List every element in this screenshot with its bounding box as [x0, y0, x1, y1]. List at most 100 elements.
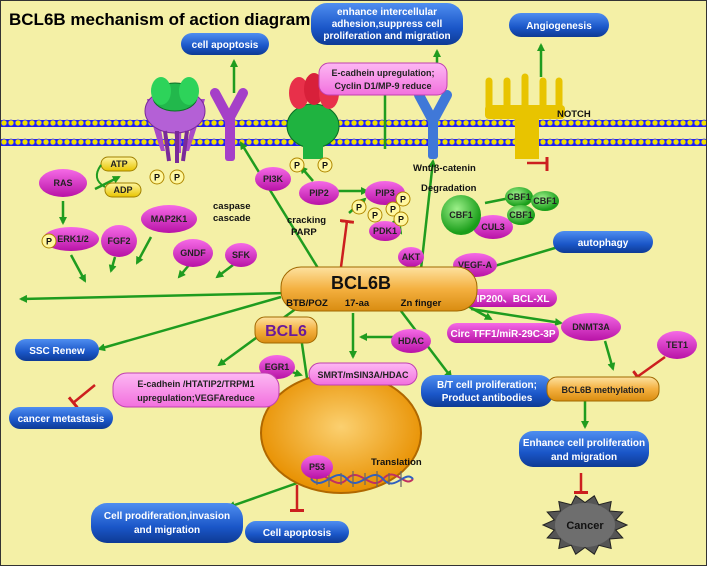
smrt-label: SMRT/mSIN3A/HDAC [317, 370, 409, 380]
caspase-label-1: caspase [213, 201, 251, 212]
adhesion-text-2: adhesion,suppress cell [332, 19, 443, 30]
vegfa-label: VEGF-A [458, 260, 493, 270]
gndf-node: GNDF [173, 239, 213, 267]
phosphate-label: P [400, 195, 406, 205]
autophagy-box: autophagy [553, 231, 653, 253]
tet1-node: TET1 [657, 331, 697, 359]
pip2-label: PIP2 [309, 188, 329, 198]
cancer-metastasis-text: cancer metastasis [18, 414, 105, 425]
dnmt3a-label: DNMT3A [572, 322, 610, 332]
notch-label: NOTCH [557, 109, 591, 120]
caspase-label-2: cascade [213, 213, 251, 224]
fip200-node: FIP200、BCL-XL [463, 289, 557, 307]
wnt-label: Wnt/β-catenin [413, 163, 476, 174]
circ-node: Circ TFF1/miR-29C-3P [447, 323, 559, 343]
adhesion-text-1: enhance intercellular [337, 7, 437, 18]
bt-cell-text-2: Product antibodies [442, 393, 533, 404]
tet1-label: TET1 [666, 340, 688, 350]
cell-apoptosis-top-text: cell apoptosis [192, 40, 259, 51]
aa17-label: 17-aa [345, 298, 370, 309]
molecule-nodes: RAS ERK1/2 MAP2K1 FGF2 GNDF SFK PI3K PIP… [39, 62, 697, 479]
angiogenesis-text: Angiogenesis [526, 21, 592, 32]
phosphate-label: P [174, 173, 180, 183]
methylation-label: BCL6B methylation [561, 385, 644, 395]
bcl6-label: BCL6 [265, 323, 307, 340]
pip3-label: PIP3 [375, 188, 395, 198]
dna-helix [310, 471, 414, 487]
erk-node: ERK1/2 [43, 227, 99, 251]
map2k1-label: MAP2K1 [151, 214, 188, 224]
cbf1-b-label: CBF1 [507, 192, 531, 202]
zn-finger-label: Zn finger [401, 298, 442, 309]
phosphate-circle: P [393, 211, 409, 227]
bcl6b-methylation-node: BCL6B methylation [546, 376, 660, 402]
ras-label: RAS [53, 178, 72, 188]
cul3-node: CUL3 [473, 215, 513, 239]
fgf2-label: FGF2 [107, 236, 130, 246]
sfk-label: SFK [232, 250, 251, 260]
bt-cell-text-1: B/T cell proliferation; [437, 380, 537, 391]
ssc-renew-text: SSC Renew [29, 346, 85, 357]
cell-membrane [1, 119, 706, 146]
ecad-up-text-2: Cyclin D1/MP-9 reduce [334, 81, 431, 91]
ras-node: RAS [39, 169, 87, 197]
cell-apoptosis-bottom-box: Cell apoptosis [245, 521, 349, 543]
outcome-boxes: cell apoptosis enhance intercellular adh… [9, 3, 653, 543]
bt-cell-box: B/T cell proliferation; Product antibodi… [421, 375, 553, 407]
cracking-label-2: PARP [291, 227, 317, 238]
dnmt3a-node: DNMT3A [561, 313, 621, 341]
akt-node: AKT [398, 247, 424, 267]
adhesion-text-3: proliferation and migration [323, 31, 450, 42]
bcl6b-label: BCL6B [331, 273, 391, 293]
purple-receptor [210, 88, 248, 161]
smrt-node: SMRT/mSIN3A/HDAC [308, 362, 418, 386]
pdk1-label: PDK1 [373, 226, 397, 236]
cbf1-a-label: CBF1 [449, 210, 473, 220]
cell-apoptosis-bottom-text: Cell apoptosis [263, 528, 332, 539]
cbf1-large-node: CBF1 [441, 195, 481, 235]
proliferation-invasion-box: Cell prodiferation,invasion and migratio… [91, 503, 243, 543]
phosphate-label: P [372, 211, 378, 221]
phosphate-circle: P [289, 157, 305, 173]
ssc-renew-box: SSC Renew [15, 339, 99, 361]
prolif-text-2: and migration [134, 525, 200, 536]
pi3k-label: PI3K [263, 174, 284, 184]
ecad-htat-text-2: upregulation;VEGFAreduce [137, 393, 255, 403]
egr1-label: EGR1 [265, 362, 290, 372]
hdac-label: HDAC [398, 336, 424, 346]
enhance-proliferation-box: Enhance cell proliferation and migration [519, 431, 649, 467]
cracking-label-1: cracking [287, 215, 326, 226]
fip200-label: FIP200、BCL-XL [471, 294, 550, 305]
phosphate-label: P [46, 237, 52, 247]
pi3k-node: PI3K [255, 167, 291, 191]
fgf2-node: FGF2 [101, 225, 137, 257]
p53-node: P53 [301, 455, 333, 479]
adhesion-box: enhance intercellular adhesion,suppress … [311, 3, 463, 45]
cbf1-node-d: CBF1 [507, 205, 535, 225]
akt-label: AKT [402, 252, 421, 262]
cancer-metastasis-box: cancer metastasis [9, 407, 113, 429]
inhibition-arrows [67, 157, 666, 512]
cancer-node: Cancer [541, 495, 629, 555]
phosphate-circle: P [149, 169, 165, 185]
pdk1-node: PDK1 [369, 221, 401, 241]
degradation-label: Degradation [421, 183, 477, 194]
hdac-node: HDAC [391, 329, 431, 353]
btb-poz-label: BTB/POZ [286, 298, 328, 309]
ecad-htat-text-1: E-cadhein /HTATIP2/TRPM1 [137, 379, 254, 389]
prolif-text-1: Cell prodiferation,invasion [104, 511, 230, 522]
map2k1-node: MAP2K1 [141, 205, 197, 233]
phosphate-circle: P [317, 157, 333, 173]
erk-label: ERK1/2 [57, 234, 89, 244]
pip2-node: PIP2 [299, 181, 339, 205]
ecad-htatip2-node: E-cadhein /HTATIP2/TRPM1 upregulation;VE… [112, 372, 280, 408]
phosphate-circle: P [385, 201, 401, 217]
angiogenesis-box: Angiogenesis [509, 13, 609, 37]
enhance-text-2: and migration [551, 452, 617, 463]
circ-label: Circ TFF1/miR-29C-3P [450, 329, 555, 340]
cbf1-d-label: CBF1 [509, 210, 533, 220]
phosphate-label: P [390, 205, 396, 215]
pip3-node: PIP3 [365, 181, 405, 205]
